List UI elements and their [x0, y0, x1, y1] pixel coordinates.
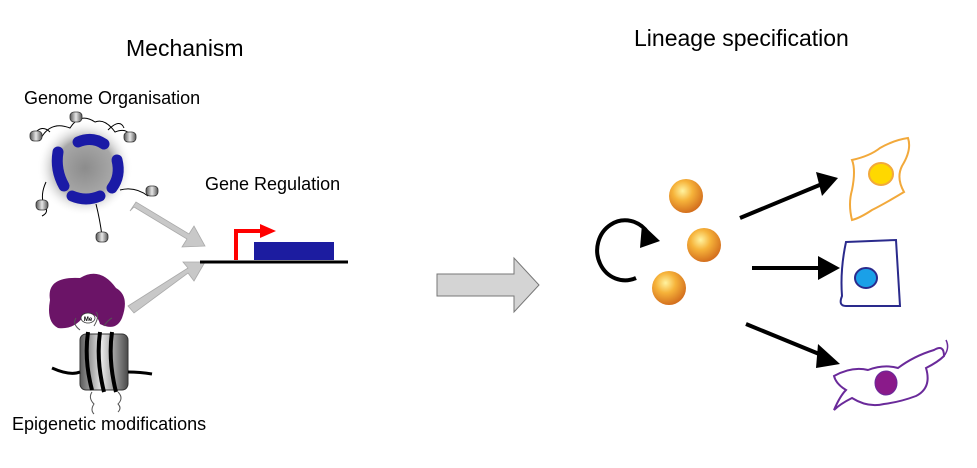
differentiated-cell-blue	[839, 238, 902, 307]
epigenetic-illustration: Me	[49, 273, 153, 415]
chromatin-arc-left	[51, 146, 70, 192]
genome-organisation-label: Genome Organisation	[24, 88, 201, 108]
epigenetic-modifications-label: Epigenetic modifications	[12, 414, 207, 434]
methyl-mark	[80, 312, 96, 324]
lineage-specification-heading: Lineage specification	[634, 25, 849, 51]
nucleosome-3	[35, 199, 49, 211]
epigenetic-to-gene-arrow	[127, 261, 206, 314]
nucleosome-5	[95, 231, 109, 243]
nucleosome-6	[123, 131, 137, 143]
chromatin-arc-bottom	[66, 190, 106, 205]
stem-cells	[652, 179, 721, 305]
gene-regulation-label: Gene Regulation	[205, 174, 341, 194]
nucleosome-4	[145, 185, 159, 197]
gene-regulation-illustration	[200, 224, 348, 264]
chromatin-arc-top	[72, 133, 110, 150]
chromatin-arc-right	[106, 154, 124, 194]
gene-box	[254, 242, 334, 260]
self-renewal-loop	[595, 218, 650, 283]
promoter-arrow	[234, 229, 262, 260]
differentiated-cell-purple	[832, 339, 949, 411]
lineage-arrow-lower	[745, 322, 825, 358]
nucleosome-2	[29, 130, 43, 142]
mechanism-heading: Mechanism	[126, 35, 244, 61]
stem-cell-3	[652, 271, 686, 305]
stem-cell-1	[669, 179, 703, 213]
epigenetic-reader-protein	[49, 273, 125, 329]
promoter-arrowhead	[260, 224, 276, 238]
genome-to-gene-arrow	[129, 201, 206, 248]
self-renewal-arrowhead	[640, 224, 660, 248]
differentiated-cell-orange	[849, 136, 911, 222]
genome-organisation-illustration	[29, 111, 159, 243]
nucleosome-1	[69, 111, 83, 123]
lineage-arrow-upper	[739, 182, 823, 220]
stem-cell-2	[687, 228, 721, 262]
mechanism-to-lineage-arrow	[436, 256, 540, 314]
methyl-mark-text: Me	[84, 317, 93, 323]
